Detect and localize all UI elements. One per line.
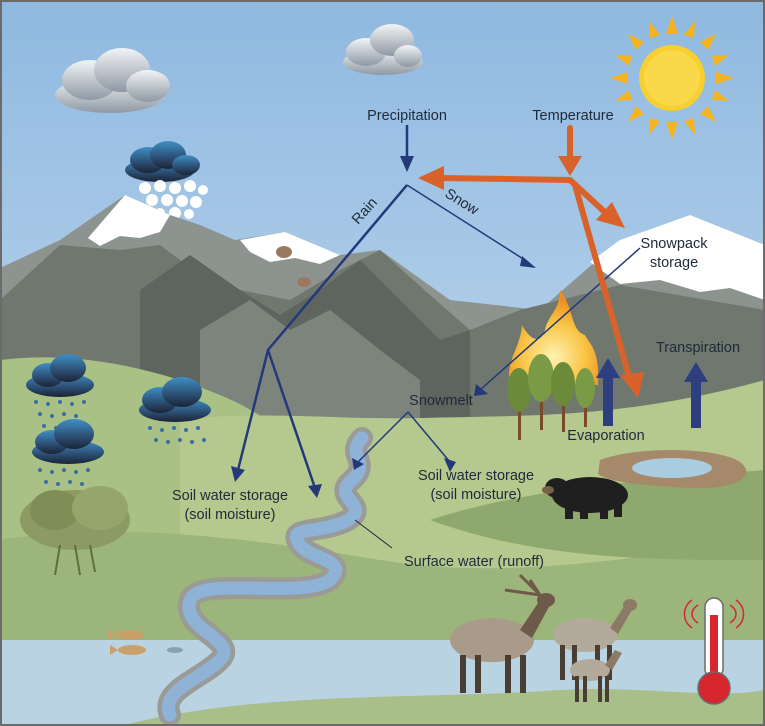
surface-water-label: Surface water (runoff)	[404, 554, 544, 570]
snowmelt-arrowhead	[474, 384, 488, 396]
temperature-to-snowpack-arrowhead	[596, 202, 625, 228]
precipitation-arrowhead	[400, 156, 414, 172]
bear-icon	[542, 477, 628, 519]
transpiration-label: Transpiration	[656, 340, 740, 356]
snow-cap	[88, 195, 170, 246]
sun-icon	[610, 16, 734, 140]
rain-to-river-arrowhead	[308, 484, 322, 498]
snowmelt-river-arrowhead	[352, 458, 364, 470]
soil-water-left-line2: (soil moisture)	[184, 507, 275, 523]
surface-water-pointer	[354, 519, 393, 549]
meadow-right-hill	[430, 470, 765, 560]
snow-arrowhead	[520, 256, 536, 268]
fish-icon	[108, 630, 183, 655]
river	[162, 431, 369, 722]
transpiration-arrow	[684, 362, 708, 428]
snowpack-label-line2: storage	[650, 255, 698, 271]
pond	[632, 458, 712, 478]
pika-icon	[276, 246, 311, 287]
snowmelt-label: Snowmelt	[409, 393, 473, 409]
snow-flow-line	[406, 184, 529, 263]
thermometer-icon	[683, 597, 745, 705]
soil-water-mid-line1: Soil water storage	[418, 468, 534, 484]
snow-cap	[240, 232, 340, 264]
precipitation-label: Precipitation	[367, 108, 447, 124]
snowmelt-flow-line	[479, 247, 641, 391]
rain-flow-line	[236, 184, 408, 489]
rain-cloud-icon	[32, 419, 104, 486]
snowpack-cap	[590, 215, 765, 300]
soil-water-left-line1: Soil water storage	[172, 488, 288, 504]
elk-icon	[450, 573, 555, 693]
evaporation-arrow	[596, 358, 620, 426]
fire-icon	[508, 290, 599, 385]
snowpack-label-line1: Snowpack	[641, 236, 709, 252]
shrub-icon	[20, 486, 130, 576]
temperature-to-evaporation-arrowhead	[620, 372, 644, 398]
rain-cloud-icon	[139, 377, 211, 444]
temperature-arrow	[437, 125, 633, 383]
temperature-to-precip-arrowhead	[418, 166, 444, 190]
cloud-icon	[343, 24, 423, 75]
rain-to-soil-arrowhead	[231, 466, 245, 482]
cloud-icon	[55, 48, 170, 113]
temperature-label: Temperature	[532, 108, 613, 124]
elk-icon	[570, 650, 622, 702]
evaporation-label: Evaporation	[567, 428, 644, 444]
wetland-bottom	[120, 688, 765, 726]
snowmelt-soil-arrowhead	[444, 458, 456, 472]
temperature-arrowhead	[558, 156, 582, 176]
snowmelt-branch-line	[357, 411, 451, 463]
soil-water-mid-line2: (soil moisture)	[430, 487, 521, 503]
tree-icon	[507, 354, 595, 440]
